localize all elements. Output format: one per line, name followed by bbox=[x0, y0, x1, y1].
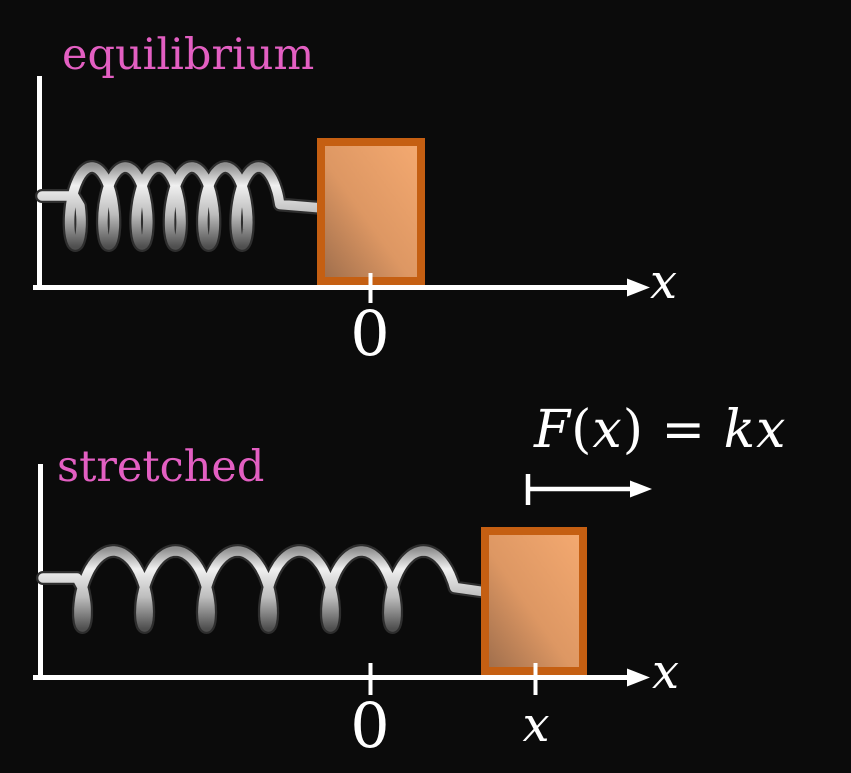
equilibrium-x-axis-label: x bbox=[650, 254, 678, 310]
stretched-displacement-tick-label: x bbox=[522, 697, 550, 753]
stretched-x-axis-arrowhead bbox=[627, 668, 650, 687]
force-formula-equals: ) = bbox=[622, 400, 724, 460]
equilibrium-origin-tick-label: 0 bbox=[350, 297, 390, 370]
equilibrium-spring-coil bbox=[37, 162, 327, 250]
stretched-origin-tick-label: 0 bbox=[350, 689, 390, 762]
force-formula-function: F bbox=[534, 400, 572, 460]
stretched-panel bbox=[33, 464, 652, 695]
stretched-spring-coil bbox=[38, 546, 491, 632]
force-formula-lparen: ( bbox=[571, 400, 593, 460]
equilibrium-spring bbox=[35, 160, 329, 252]
equilibrium-x-axis-arrowhead bbox=[627, 278, 650, 297]
force-formula-argument: x bbox=[592, 400, 623, 460]
force-arrow-arrowhead bbox=[630, 480, 652, 498]
stretched-title: stretched bbox=[57, 442, 265, 492]
force-formula-rhs: kx bbox=[723, 400, 787, 460]
equilibrium-title: equilibrium bbox=[62, 30, 315, 80]
equilibrium-mass-block bbox=[317, 138, 425, 285]
force-formula: F(x) = kx bbox=[534, 403, 786, 458]
stretched-x-axis-label: x bbox=[652, 644, 680, 700]
stretched-spring bbox=[36, 544, 493, 634]
equilibrium-panel bbox=[33, 76, 650, 303]
stretched-mass-block bbox=[481, 527, 587, 675]
